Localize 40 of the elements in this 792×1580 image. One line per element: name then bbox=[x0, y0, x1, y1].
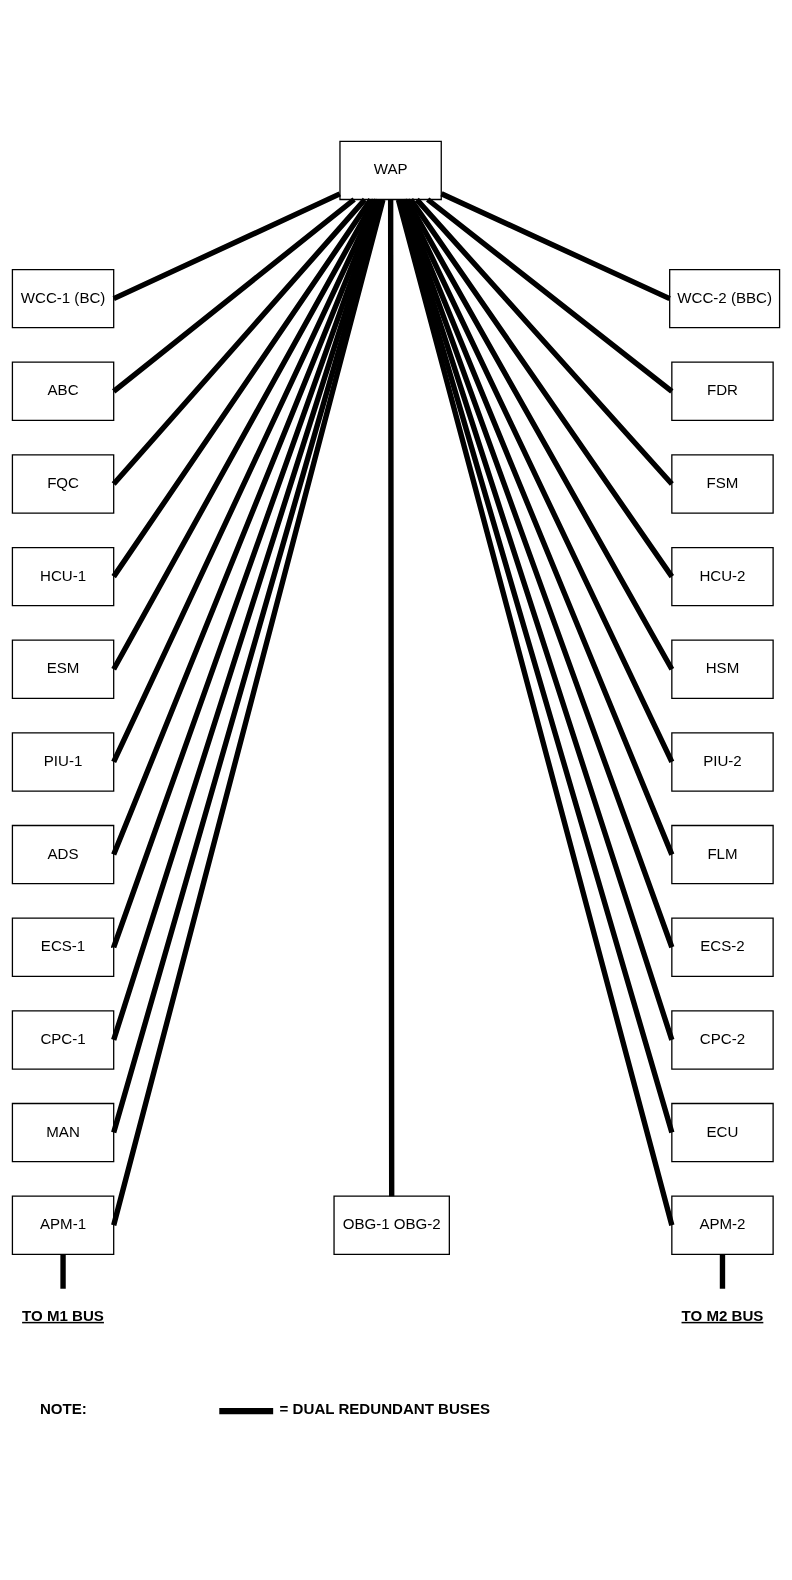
connector bbox=[111, 197, 373, 578]
connector bbox=[408, 197, 675, 578]
node-box: FSM bbox=[671, 453, 774, 514]
node-box: ECS-2 bbox=[671, 917, 774, 977]
connector bbox=[414, 197, 674, 486]
connector bbox=[719, 1254, 726, 1289]
node-box: PIU-2 bbox=[671, 731, 774, 792]
node-box: HCU-1 bbox=[11, 546, 115, 606]
node-box: ECS-1 bbox=[11, 917, 115, 977]
node-box: HCU-2 bbox=[671, 546, 774, 606]
node-box: ADS bbox=[11, 824, 115, 884]
node-box: FQC bbox=[11, 453, 115, 514]
connector bbox=[60, 1254, 66, 1289]
node-box: FDR bbox=[671, 361, 774, 421]
connector bbox=[111, 197, 367, 486]
node-box: MAN bbox=[11, 1102, 115, 1162]
node-text: TO M1 BUS bbox=[22, 1306, 104, 1324]
node-box: ABC bbox=[11, 361, 115, 421]
node-box: ECU bbox=[671, 1102, 774, 1162]
connector bbox=[112, 190, 341, 301]
node-box: WCC-2 (BBC) bbox=[669, 268, 781, 328]
node-box: PIU-1 bbox=[11, 731, 115, 792]
connector bbox=[111, 197, 377, 671]
node-box: APM-2 bbox=[671, 1195, 774, 1255]
node-text: TO M2 BUS bbox=[681, 1306, 764, 1324]
connector bbox=[112, 196, 356, 393]
node-box: OBG-1 OBG-2 bbox=[333, 1195, 450, 1255]
node-box: ESM bbox=[11, 639, 115, 699]
node-box: APM-1 bbox=[11, 1195, 115, 1255]
node-box: CPC-1 bbox=[11, 1009, 115, 1070]
label: NOTE: bbox=[39, 1399, 87, 1417]
legend-label: = DUAL REDUNDANT BUSES bbox=[279, 1399, 491, 1417]
node-box: HSM bbox=[671, 639, 774, 699]
connector bbox=[426, 196, 674, 393]
connector bbox=[387, 199, 395, 1196]
connector bbox=[440, 190, 671, 301]
node-box: WAP bbox=[339, 140, 442, 200]
node-box: FLM bbox=[671, 824, 774, 884]
node-box: WCC-1 (BC) bbox=[11, 268, 115, 328]
node-box: CPC-2 bbox=[671, 1009, 774, 1070]
